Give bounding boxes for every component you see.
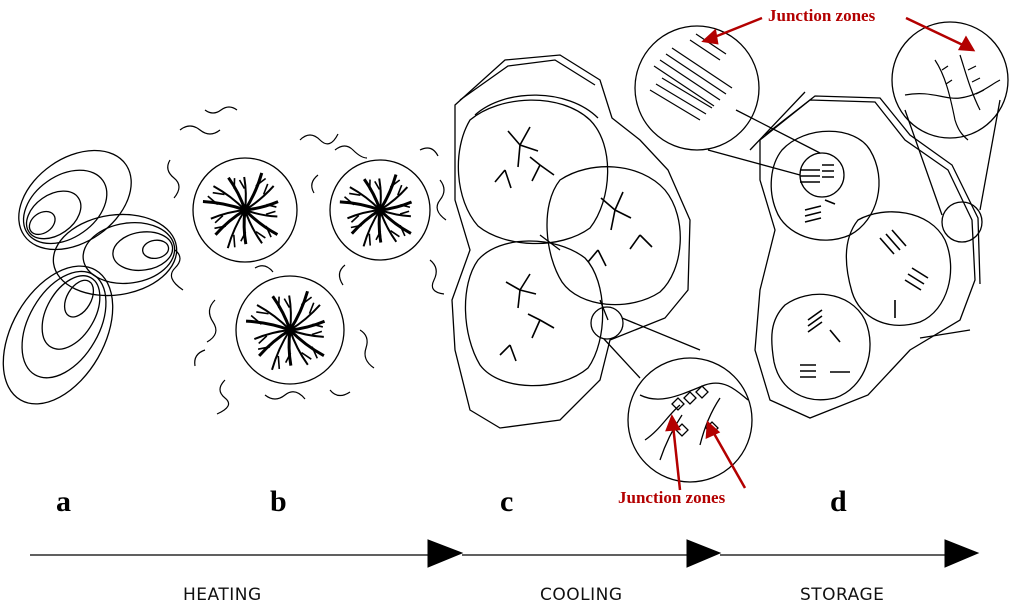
stage-a-granules <box>0 130 182 423</box>
granule <box>0 130 150 270</box>
granule-envelope <box>465 241 602 386</box>
arrow-junction-bottom-right <box>712 430 745 488</box>
junction-zones-label-top: Junction zones <box>768 6 875 26</box>
swollen-granule <box>330 160 430 260</box>
branch-twig <box>369 234 370 246</box>
branch-chain <box>215 210 245 235</box>
branch-twig <box>240 180 245 189</box>
branch-twig <box>234 235 235 248</box>
stage-c-gel-network <box>452 55 752 482</box>
branched-chains <box>495 127 652 361</box>
branch-twig <box>375 181 380 189</box>
zoom-inset-circle <box>628 358 752 482</box>
network-strands <box>750 92 970 338</box>
stage-label-a: a <box>56 485 71 519</box>
granule-envelope <box>547 167 680 305</box>
arrowhead <box>704 31 717 43</box>
zoom-source-circle <box>942 202 982 242</box>
zoom-connector <box>708 110 820 175</box>
zoom-source-circle <box>800 153 844 197</box>
arrowhead <box>687 540 720 567</box>
branch-chain <box>289 330 291 366</box>
stage-label-b: b <box>270 485 287 519</box>
process-label-cooling: COOLING <box>540 585 623 605</box>
branch-twig <box>400 211 409 214</box>
branch-twig <box>278 356 279 369</box>
zoom-connector <box>905 100 1000 215</box>
branch-twig <box>213 193 225 195</box>
granule <box>0 247 135 423</box>
branch-chain <box>244 210 246 244</box>
branch-chain <box>352 210 380 234</box>
network-strands <box>460 60 595 100</box>
stage-label-c: c <box>500 485 513 519</box>
junction-zone-chains <box>650 34 732 120</box>
annotation-arrows <box>667 18 973 490</box>
arrowhead <box>960 38 973 50</box>
swollen-granule <box>236 276 344 384</box>
granule-envelope <box>846 212 950 325</box>
arrowhead <box>945 540 978 567</box>
branch-twig <box>214 226 225 228</box>
granule-envelope <box>771 131 879 240</box>
stage-b-swollen-granules <box>168 107 446 414</box>
branch-twig <box>284 299 289 308</box>
network-strands <box>600 300 608 320</box>
arrowhead <box>667 417 679 430</box>
junction-zone-chains <box>905 55 1000 140</box>
arrowhead <box>428 540 462 567</box>
branch-chain <box>259 330 290 356</box>
zoom-connector <box>604 318 700 378</box>
network-strands <box>765 96 980 284</box>
swollen-granule <box>193 158 297 262</box>
process-label-storage: STORAGE <box>800 585 884 605</box>
process-label-heating: HEATING <box>183 585 262 605</box>
branch-twig <box>266 211 275 214</box>
process-arrow <box>30 540 978 567</box>
branch-twig <box>256 312 268 314</box>
branch-chain <box>379 210 381 243</box>
junction-zones-label-bottom: Junction zones <box>618 488 725 508</box>
arrow-junction-top-left <box>712 18 762 38</box>
branch-twig <box>312 331 322 334</box>
arrowhead <box>707 423 718 437</box>
zoom-source-circle <box>591 307 623 339</box>
network-strands <box>540 235 560 250</box>
branch-twig <box>349 193 360 195</box>
junction-zone-chains <box>640 383 748 460</box>
leached-chains <box>168 107 446 414</box>
stage-label-d: d <box>830 485 847 519</box>
granule-envelope <box>458 100 607 243</box>
